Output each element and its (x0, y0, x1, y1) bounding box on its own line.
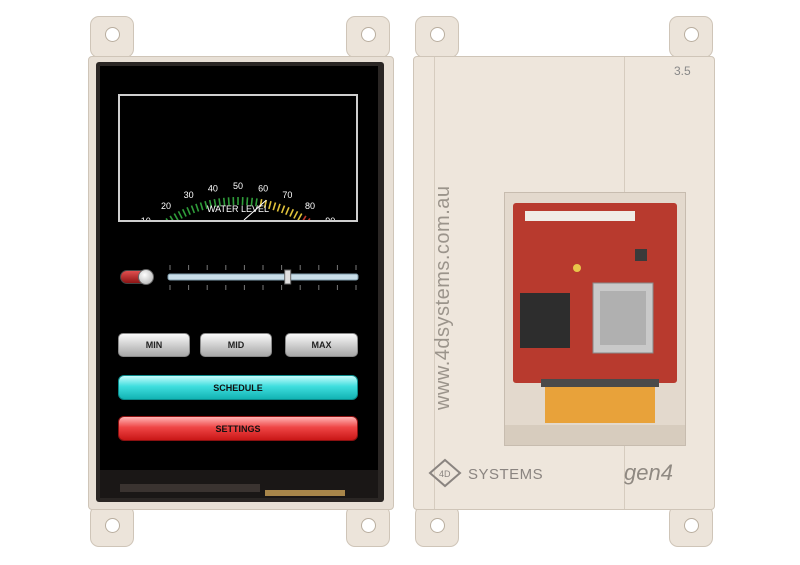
version-label: 3.5 (674, 64, 691, 78)
gauge-tick (218, 198, 221, 207)
back-mount-tab-top-right (669, 16, 713, 58)
connector-pins (120, 484, 260, 492)
gauge-tick (195, 203, 200, 212)
gauge-tick (227, 197, 230, 206)
toggle-switch[interactable] (120, 269, 154, 285)
gauge-tick (250, 197, 254, 206)
product-name: gen4 (624, 460, 673, 485)
gauge-tick (165, 218, 169, 220)
back-mount-tab-bottom-right (669, 505, 713, 547)
gauge-scale-label: 50 (233, 181, 243, 191)
gauge-tick (268, 201, 272, 210)
gauge-tick (255, 198, 258, 207)
flex-cable (265, 490, 345, 496)
mid-button[interactable]: MID (200, 333, 272, 357)
gauge-tick (186, 206, 191, 215)
gauge-scale-label: 80 (305, 201, 315, 211)
mount-hole (684, 27, 699, 42)
mount-tab-bottom-right (346, 505, 390, 547)
min-button[interactable]: MIN (118, 333, 190, 357)
schedule-button[interactable]: SCHEDULE (118, 375, 358, 400)
gauge-scale-label: 60 (258, 183, 268, 193)
gauge-scale-label: 70 (282, 190, 292, 200)
mount-hole (105, 27, 120, 42)
gauge-scale-label: 30 (184, 190, 194, 200)
gauge-tick (190, 205, 196, 214)
gauge-tick (173, 213, 179, 220)
gauge-tick (280, 205, 286, 214)
mount-hole (105, 518, 120, 533)
gauge-tick (204, 201, 208, 210)
gauge-tick (297, 213, 303, 220)
slider-track-svg (167, 265, 359, 290)
gauge-tick (263, 199, 268, 209)
back-rail-left (434, 57, 435, 509)
gauge-scale-label: 20 (161, 201, 171, 211)
water-level-meter: 0102030405060708090100 (118, 94, 358, 222)
pcb-board-svg (505, 203, 685, 445)
gauge-needle (243, 199, 267, 220)
gauge-tick (276, 203, 281, 212)
gauge-tick (302, 215, 307, 220)
mount-tab-top-right (346, 16, 390, 58)
mount-tab-top-left (90, 16, 134, 58)
meter-gauge-svg: 0102030405060708090100 (141, 181, 335, 220)
settings-button[interactable]: SETTINGS (118, 416, 358, 441)
gauge-scale-label: 40 (208, 183, 218, 193)
mount-hole (684, 518, 699, 533)
gauge-tick (246, 197, 249, 206)
gauge-tick (285, 206, 290, 215)
mount-hole (361, 27, 376, 42)
gauge-tick (169, 215, 174, 220)
mount-hole (430, 518, 445, 533)
gauge-scale-label: 90 (325, 216, 335, 220)
display-flex-strip (100, 470, 378, 498)
slider-thumb[interactable] (284, 269, 292, 285)
brand-name: SYSTEMS (468, 466, 544, 483)
level-slider[interactable] (166, 262, 360, 292)
toggle-knob (138, 269, 154, 285)
gauge-tick (181, 208, 187, 217)
gauge-tick (293, 210, 299, 219)
gauge-tick (307, 218, 311, 220)
gauge-tick (272, 202, 277, 211)
gauge-tick (213, 199, 217, 208)
max-button[interactable]: MAX (285, 333, 358, 357)
gauge-tick (289, 208, 295, 217)
gauge-tick (177, 210, 183, 219)
slider-track (167, 273, 359, 281)
back-mount-tab-bottom-left (415, 505, 459, 547)
back-mount-tab-top-left (415, 16, 459, 58)
meter-label: WATER LEVEL (206, 204, 269, 214)
pcb-window (504, 192, 686, 446)
gauge-scale-label: 10 (141, 216, 151, 220)
brand-logo-icon: 4D (428, 458, 462, 493)
website-url: www.4dsystems.com.au (432, 185, 454, 410)
gauge-tick (199, 202, 204, 211)
mount-tab-bottom-left (90, 505, 134, 547)
mount-hole (361, 518, 376, 533)
gauge-tick (208, 199, 213, 209)
mount-hole (430, 27, 445, 42)
svg-text:4D: 4D (439, 469, 451, 479)
gauge-tick (222, 197, 226, 206)
